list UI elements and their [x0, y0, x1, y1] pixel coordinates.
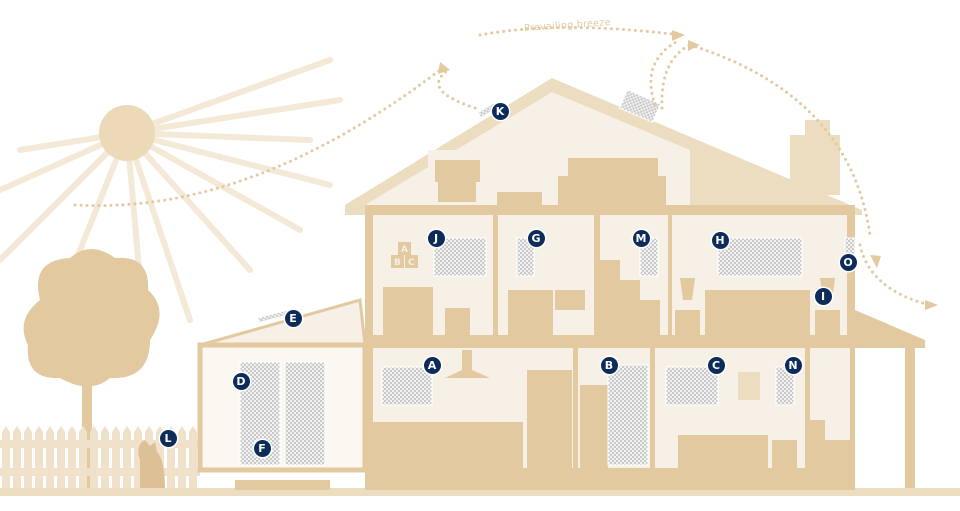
- conservatory: [197, 298, 368, 490]
- ground: [0, 488, 960, 496]
- fence-picket: [189, 426, 197, 490]
- fence-picket: [46, 426, 54, 490]
- fence-picket: [13, 426, 21, 490]
- marker-m[interactable]: M: [632, 229, 650, 247]
- marker-i[interactable]: I: [814, 287, 832, 305]
- chimney: [790, 135, 840, 195]
- fence-picket: [178, 426, 186, 490]
- fence-picket: [112, 426, 120, 490]
- marker-c[interactable]: C: [707, 356, 725, 374]
- fence-picket: [24, 426, 32, 490]
- fence-picket: [90, 426, 98, 490]
- abc-blocks: A B C: [391, 242, 418, 268]
- fence-picket: [57, 426, 65, 490]
- fence-picket: [2, 426, 10, 490]
- marker-j[interactable]: J: [427, 229, 445, 247]
- fence-picket: [79, 426, 87, 490]
- breeze-path: [73, 26, 932, 307]
- fence-picket: [101, 426, 109, 490]
- fence-picket: [68, 426, 76, 490]
- marker-f[interactable]: F: [253, 439, 271, 457]
- svg-text:A: A: [401, 245, 408, 255]
- svg-text:★: ★: [453, 307, 471, 331]
- svg-text:C: C: [408, 258, 415, 268]
- marker-g[interactable]: G: [527, 229, 545, 247]
- marker-h[interactable]: H: [711, 231, 729, 249]
- marker-e[interactable]: E: [284, 309, 302, 327]
- fence-picket: [35, 426, 43, 490]
- marker-d[interactable]: D: [232, 372, 250, 390]
- marker-o[interactable]: O: [839, 253, 857, 271]
- marker-n[interactable]: N: [784, 356, 802, 374]
- marker-a[interactable]: A: [423, 356, 441, 374]
- fence-picket: [123, 426, 131, 490]
- marker-k[interactable]: K: [491, 102, 509, 120]
- marker-l[interactable]: L: [159, 429, 177, 447]
- tree: [23, 249, 160, 490]
- sun-icon: [0, 57, 343, 323]
- svg-text:B: B: [394, 258, 401, 268]
- marker-b[interactable]: B: [600, 356, 618, 374]
- cat: [138, 440, 165, 490]
